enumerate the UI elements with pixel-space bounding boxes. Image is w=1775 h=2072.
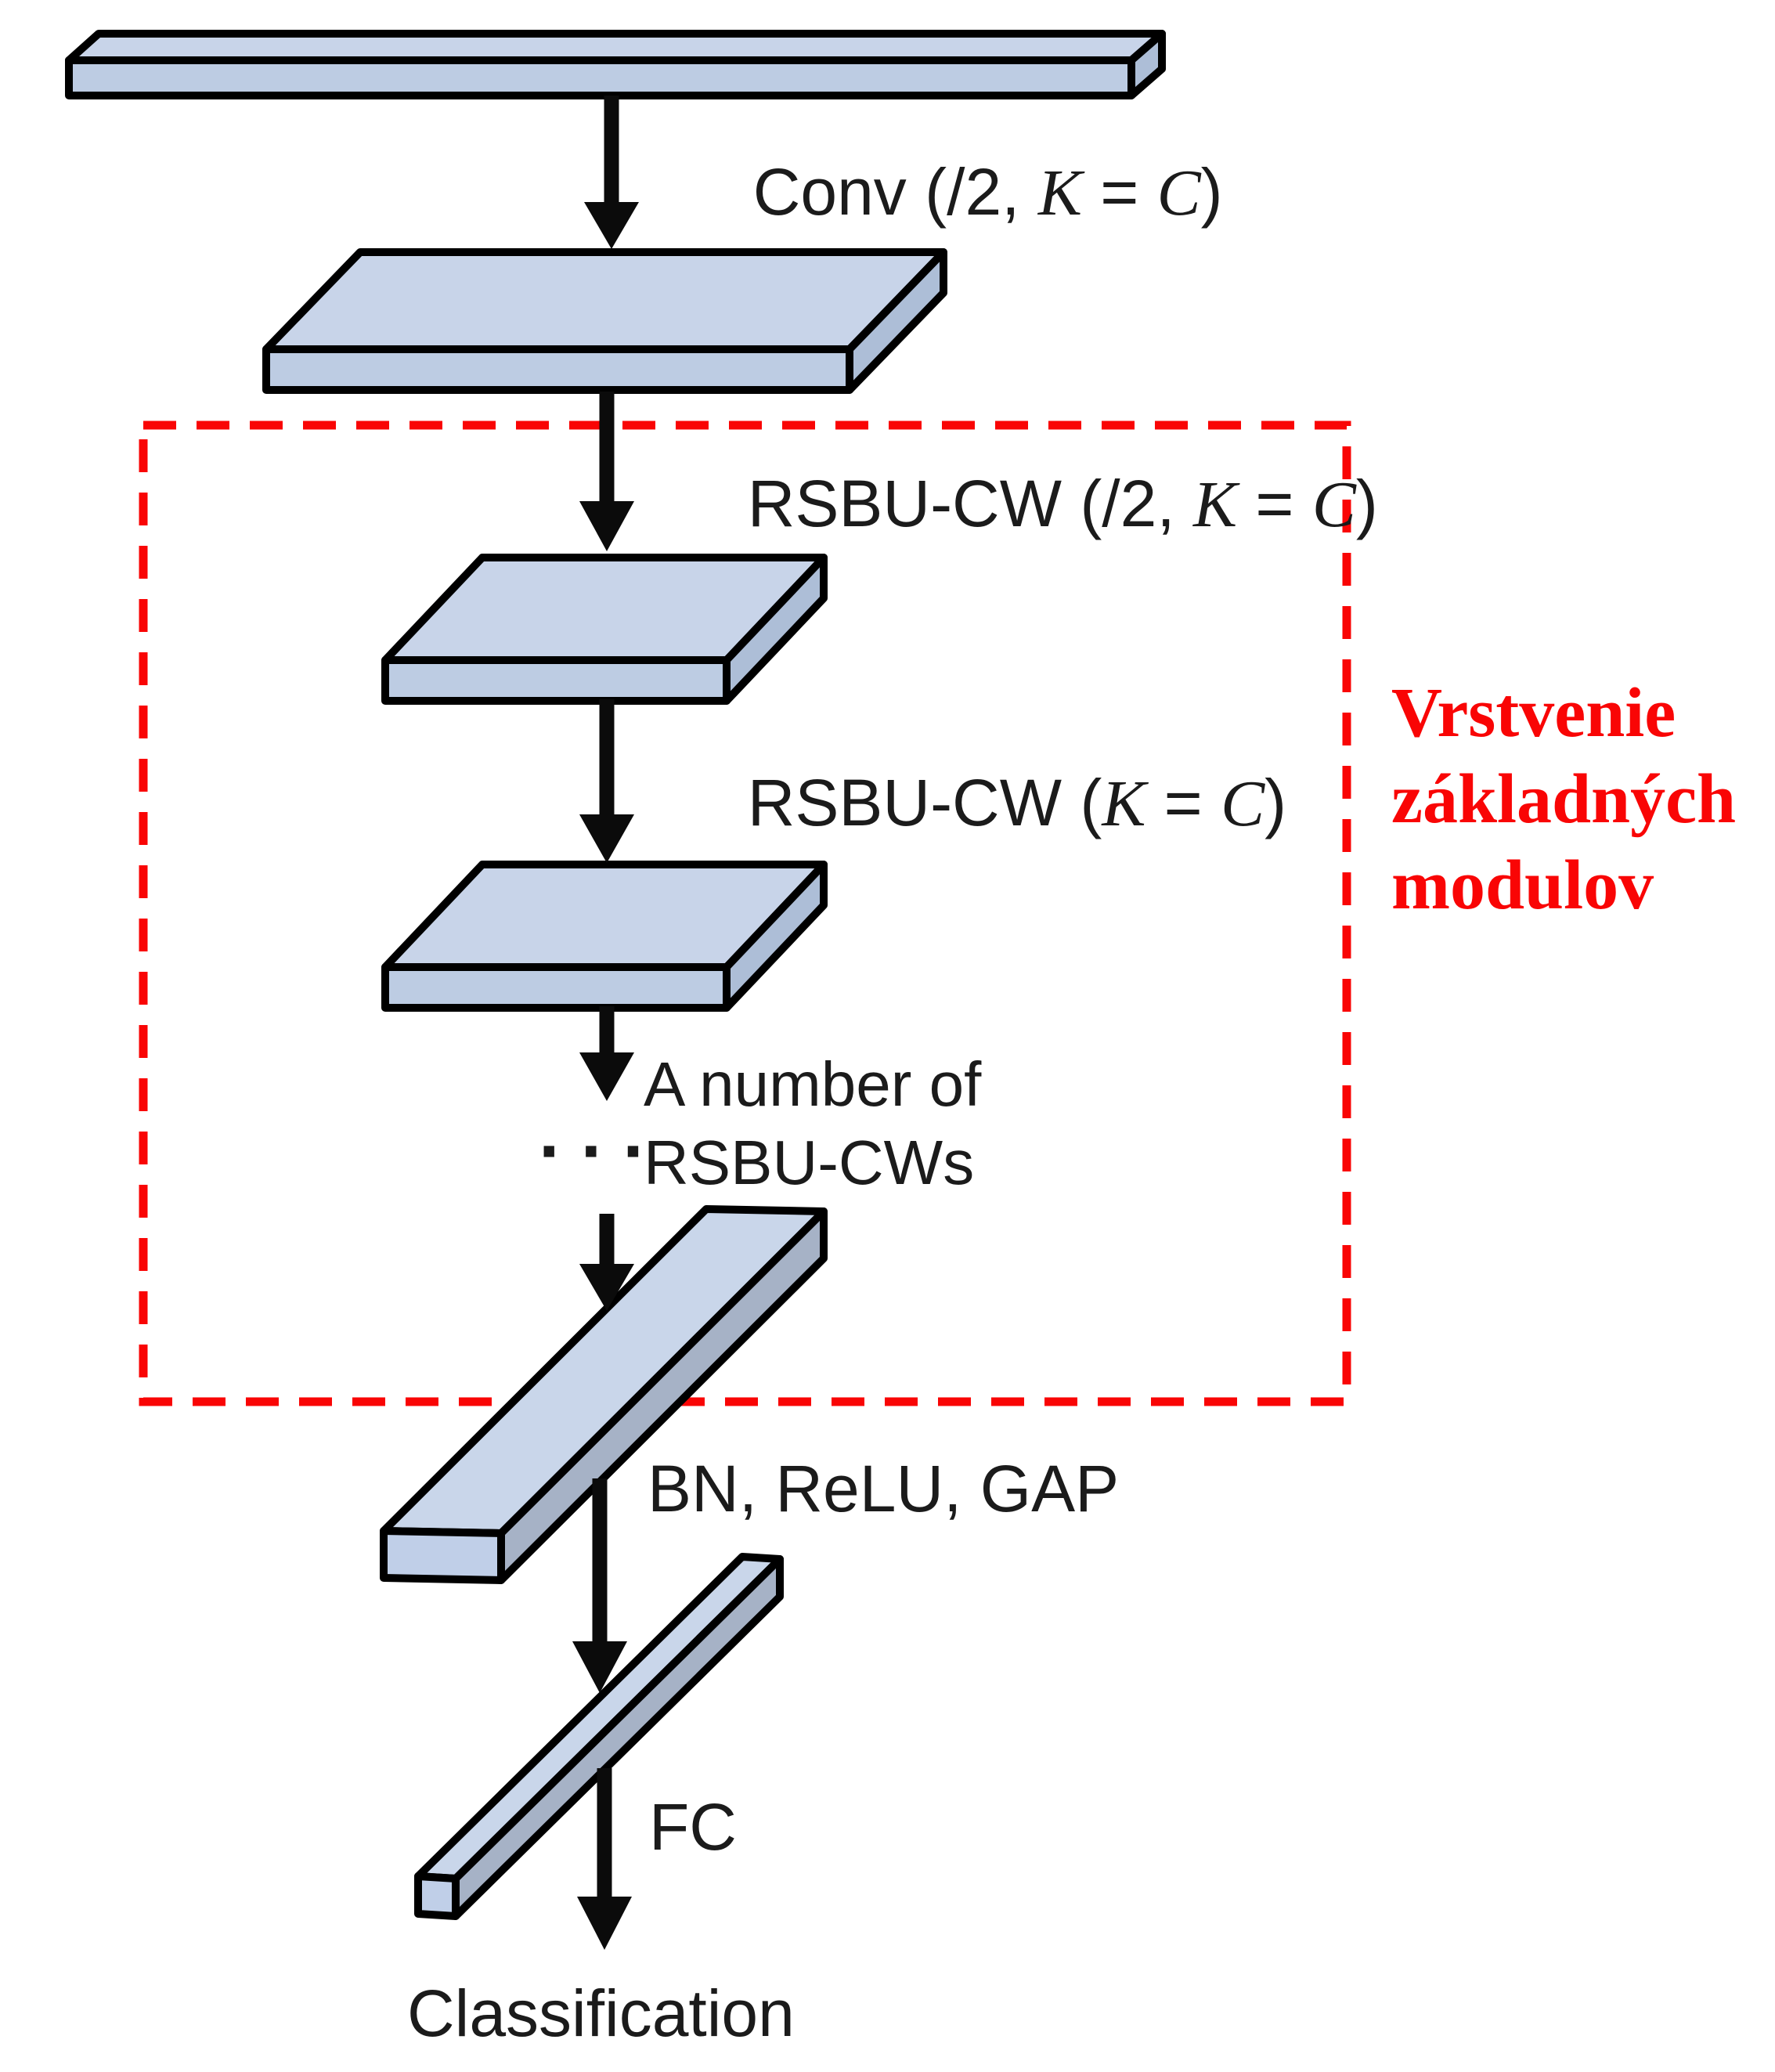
stack-label-line2: RSBU-CWs — [644, 1128, 974, 1197]
conv-label-c: C — [1157, 157, 1202, 229]
annotation-line-1: Vrstvenie — [1391, 674, 1676, 752]
fc-label: FC — [649, 1790, 737, 1864]
rsbu-stride-output-slab — [381, 554, 828, 705]
stack-arrow-bottom — [579, 1214, 634, 1311]
slab1-top-face — [262, 248, 947, 353]
rsbu-stride-label-eq: = — [1237, 467, 1312, 540]
gap-bar-end-face — [414, 1872, 460, 1920]
rsbu-stride-label-pre: RSBU-CW (/2, — [748, 467, 1193, 540]
rsbu-label-c: C — [1221, 767, 1265, 840]
bn-relu-gap-label: BN, ReLU, GAP — [648, 1452, 1119, 1525]
slab3-front-face — [381, 963, 731, 1012]
rsbu-label-eq: = — [1145, 766, 1221, 839]
rsbu-stride-label: RSBU-CW (/2, K = C) — [656, 467, 1433, 541]
conv-label-close: ) — [1201, 155, 1223, 229]
conv-label-pre: Conv (/2, — [753, 155, 1038, 229]
rsbu-arrow — [579, 699, 634, 863]
stack-label-line1: A number of — [644, 1049, 982, 1119]
rsbu-output-slab — [381, 861, 828, 1012]
conv-label-k: K — [1037, 157, 1085, 229]
classification-label: Classification — [407, 1976, 795, 2050]
gap-vector-bar — [414, 1553, 784, 1920]
rsbu-label: RSBU-CW (K = C) — [656, 766, 1341, 840]
rsbu-label-k: K — [1101, 767, 1149, 840]
annotation-line-2: základných — [1391, 760, 1736, 838]
input-feature-bar — [65, 30, 1166, 99]
slab1-front-face — [262, 345, 853, 394]
bn-relu-gap-arrow — [572, 1478, 627, 1693]
feature-bar-end-face — [380, 1527, 505, 1584]
rsbu-label-pre: RSBU-CW ( — [748, 766, 1102, 839]
slab2-front-face — [381, 656, 731, 705]
rsbu-stride-label-c: C — [1312, 468, 1357, 541]
input-bar-front-face — [65, 56, 1135, 99]
rsbu-label-close: ) — [1265, 766, 1286, 839]
input-bar-top-face — [65, 30, 1166, 64]
rsbu-stride-arrow — [579, 392, 634, 551]
stack-dots: ··· — [539, 1110, 665, 1193]
stacked-feature-bar — [380, 1205, 828, 1584]
conv-output-slab — [262, 248, 947, 394]
fc-arrow — [577, 1768, 632, 1950]
conv-label: Conv (/2, K = C) — [662, 155, 1278, 229]
rsbu-stride-label-close: ) — [1356, 467, 1378, 540]
stack-arrow-top — [579, 1006, 634, 1101]
annotation-line-3: modulov — [1391, 846, 1654, 924]
rsbu-stride-label-k: K — [1192, 468, 1240, 541]
conv-arrow — [584, 96, 639, 249]
module-stacking-box — [139, 421, 1351, 1406]
conv-label-eq: = — [1082, 155, 1157, 229]
